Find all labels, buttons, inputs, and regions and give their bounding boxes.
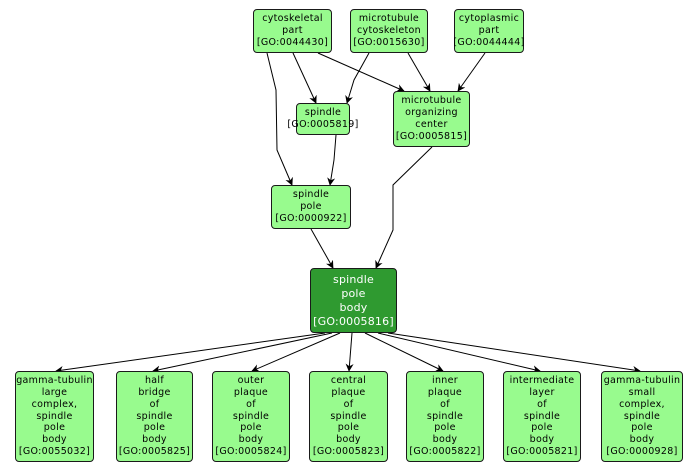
node-label: cytoskeletal part [GO:0044430]: [256, 13, 329, 48]
node-label: outer plaque of spindle pole body [GO:00…: [215, 375, 287, 457]
node-label: spindle [GO:0005819]: [287, 107, 359, 130]
node-gamma-tubulin-small-complex[interactable]: gamma-tubulin small complex, spindle pol…: [601, 371, 683, 462]
node-half-bridge[interactable]: half bridge of spindle pole body [GO:000…: [116, 371, 193, 462]
node-central-plaque[interactable]: central plaque of spindle pole body [GO:…: [309, 371, 388, 462]
node-label: microtubule cytoskeleton [GO:0015630]: [353, 13, 425, 48]
edge-GO0005819-to-GO0000922: [327, 134, 337, 186]
node-cytoskeletal-part[interactable]: cytoskeletal part [GO:0044430]: [253, 9, 332, 53]
node-label: cytoplasmic part [GO:0044444]: [453, 13, 525, 48]
node-intermediate-layer[interactable]: intermediate layer of spindle pole body …: [503, 371, 581, 462]
edge-GO0005816-to-GO0000928: [387, 332, 641, 374]
node-microtubule-organizing-center[interactable]: microtubule organizing center [GO:000581…: [393, 91, 470, 147]
node-label: inner plaque of spindle pole body [GO:00…: [409, 375, 481, 457]
edge-GO0015630-to-GO0005815: [407, 52, 431, 92]
node-outer-plaque[interactable]: outer plaque of spindle pole body [GO:00…: [212, 371, 290, 462]
edge-GO0005816-to-GO0005824: [251, 332, 341, 372]
edge-GO0005816-to-GO0005823: [345, 332, 354, 372]
edge-GO0044430-to-GO0005815: [317, 52, 405, 92]
edge-GO0015630-to-GO0005819: [345, 52, 370, 104]
node-spindle-pole[interactable]: spindle pole [GO:0000922]: [271, 185, 351, 229]
node-label: half bridge of spindle pole body [GO:000…: [118, 375, 191, 457]
edge-GO0044430-to-GO0000922: [266, 52, 293, 186]
node-label: spindle pole body [GO:0005816]: [313, 272, 394, 328]
node-label: gamma-tubulin small complex, spindle pol…: [603, 375, 681, 457]
node-label: gamma-tubulin large complex, spindle pol…: [16, 375, 93, 457]
edge-GO0005816-to-GO0055032: [55, 332, 326, 374]
node-microtubule-cytoskeleton[interactable]: microtubule cytoskeleton [GO:0015630]: [350, 9, 428, 53]
edge-GO0044444-to-GO0005815: [457, 52, 486, 92]
node-label: microtubule organizing center [GO:000581…: [395, 95, 468, 142]
edge-GO0005816-to-GO0005821: [377, 332, 541, 374]
node-label: intermediate layer of spindle pole body …: [506, 375, 578, 457]
edge-GO0000922-to-GO0005816: [310, 228, 334, 269]
node-spindle-pole-body-focal[interactable]: spindle pole body [GO:0005816]: [310, 268, 397, 333]
node-label: central plaque of spindle pole body [GO:…: [312, 375, 385, 457]
edge-GO0005816-to-GO0005825: [152, 332, 333, 374]
node-spindle[interactable]: spindle [GO:0005819]: [287, 103, 358, 135]
node-label: spindle pole [GO:0000922]: [275, 189, 347, 224]
edge-GO0005816-to-GO0005822: [364, 332, 444, 372]
node-inner-plaque[interactable]: inner plaque of spindle pole body [GO:00…: [406, 371, 484, 462]
edge-GO0044430-to-GO0005819: [292, 52, 317, 104]
edge-GO0005815-to-GO0005816: [375, 146, 433, 269]
node-gamma-tubulin-large-complex[interactable]: gamma-tubulin large complex, spindle pol…: [15, 371, 94, 462]
node-cytoplasmic-part[interactable]: cytoplasmic part [GO:0044444]: [453, 9, 525, 53]
